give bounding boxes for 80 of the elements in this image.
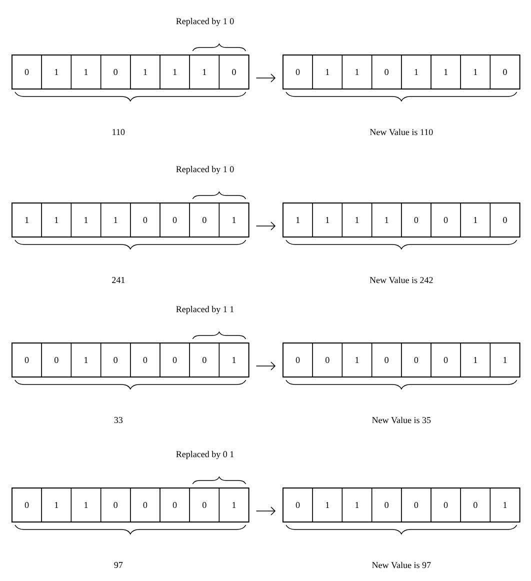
bit-cell: 1 [41,488,72,522]
bit-cell: 1 [342,202,372,238]
bit-cell: 1 [460,202,491,238]
bit-cell: 1 [70,202,102,238]
bit-cell: 1 [401,54,432,90]
bit-cell: 0 [189,342,220,378]
bit-cell: 1 [130,54,160,90]
bit-cell: 1 [490,342,520,378]
bit-cell: 0 [130,342,160,378]
bit-cell: 0 [41,342,72,378]
bit-cell: 1 [490,488,520,522]
bit-cell: 1 [312,488,343,522]
bit-cell: 0 [282,54,313,90]
bit-cell: 0 [401,202,432,238]
bit-cell: 1 [100,202,131,238]
bit-cell: 0 [490,202,520,238]
bit-cell: 0 [12,488,42,522]
bit-cell: 0 [100,488,131,522]
bit-cell: 0 [189,202,220,238]
bit-cell: 0 [160,202,190,238]
value-text: 33 [114,416,123,424]
bit-cell: 0 [282,488,313,522]
annotation-text: Replaced by 1 1 [176,306,234,314]
bit-cell: 0 [282,342,313,378]
value-text: 241 [112,277,125,283]
bit-cell: 1 [460,342,491,378]
bit-cell: 0 [100,342,131,378]
bit-cell: 1 [189,54,220,90]
bit-cell: 1 [342,54,372,90]
value-text: New Value is 97 [372,562,431,568]
bit-cell: 0 [130,202,160,238]
bit-cell: 1 [371,202,402,238]
arrow [256,506,276,516]
bit-cell: 1 [218,488,250,522]
bit-cell: 0 [430,488,461,522]
bit-cell: 1 [70,54,102,90]
bit-cell: 0 [401,488,432,522]
bit-cell: 0 [130,488,160,522]
bit-cell: 1 [218,202,250,238]
bit-cell: 1 [70,342,102,378]
bit-cell: 0 [218,54,250,90]
arrow [256,222,276,230]
bit-cell: 0 [430,202,461,238]
bit-cell: 0 [189,488,220,522]
bit-cell: 0 [371,342,402,378]
bit-cell: 0 [371,54,402,90]
bit-cell: 0 [490,54,520,90]
bit-cell: 0 [160,488,190,522]
annotation-text: Replaced by 1 0 [176,166,234,174]
bit-cell: 1 [41,202,72,238]
bit-cell: 1 [342,342,372,378]
bit-cell: 0 [100,54,131,90]
bit-cell: 1 [12,202,42,238]
arrow [256,74,276,82]
bit-cell: 0 [312,342,343,378]
bit-cell: 1 [312,202,343,238]
bit-cell: 1 [41,54,72,90]
bit-cell: 1 [312,54,343,90]
value-text: 97 [114,562,123,568]
bit-cell: 0 [430,342,461,378]
bit-cell: 0 [371,488,402,522]
bit-cell: 1 [342,488,372,522]
bit-cell: 1 [430,54,461,90]
bit-cell: 0 [12,54,42,90]
bit-cell: 1 [70,488,102,522]
bit-cell: 0 [12,342,42,378]
annotation-text: Replaced by 0 1 [176,450,234,460]
value-text: New Value is 110 [370,128,433,136]
value-text: New Value is 35 [372,416,431,424]
annotation-text: Replaced by 1 0 [176,18,234,26]
bit-cell: 0 [401,342,432,378]
bit-cell: 1 [218,342,250,378]
bit-cell: 1 [282,202,313,238]
bit-cell: 0 [160,342,190,378]
bit-cell: 1 [460,54,491,90]
value-text: 110 [112,128,125,136]
value-text: New Value is 242 [370,276,433,284]
arrow [256,362,276,370]
bit-cell: 1 [160,54,190,90]
bit-cell: 0 [460,488,491,522]
